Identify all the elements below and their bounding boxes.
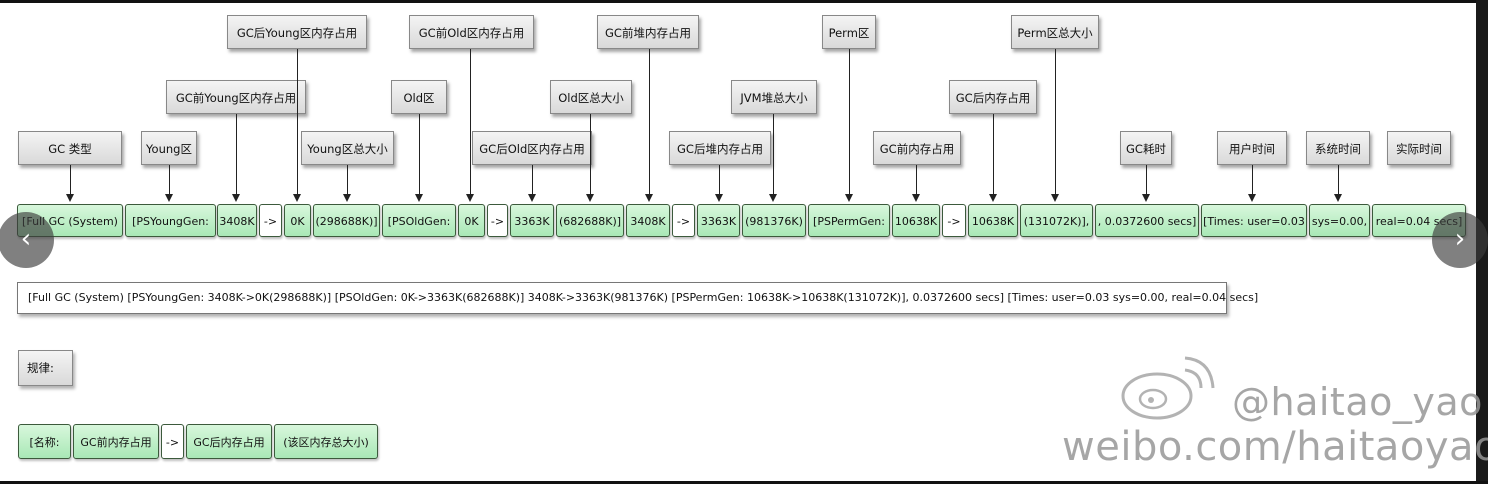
label-young-total: Young区总大小	[301, 131, 394, 165]
label-before-old: GC前Old区内存占用	[409, 15, 534, 49]
label-after-old: GC后Old区内存占用	[472, 131, 592, 165]
gc-log-bar: [Full GC (System) [PSYoungGen: 3408K -> …	[0, 204, 1488, 238]
weibo-logo-icon	[1121, 356, 1215, 420]
seg-heap-before: 3408K	[626, 204, 670, 237]
seg-young-total: (298688K)]	[313, 204, 380, 237]
seg-times-user: [Times: user=0.03	[1201, 204, 1307, 237]
seg-old-total: (682688K)]	[556, 204, 624, 237]
label-jvm-total: JVM堆总大小	[731, 80, 817, 114]
bottom-border	[0, 481, 1488, 484]
seg-heap-total: (981376K)	[742, 204, 806, 237]
legend-total: (该区内存总大小)	[274, 424, 378, 459]
prev-arrow-icon[interactable]: ‹	[0, 212, 54, 268]
label-before-young: GC前Young区内存占用	[166, 80, 306, 114]
label-after-mem: GC后内存占用	[949, 80, 1037, 114]
label-after-heap: GC后堆内存占用	[669, 131, 771, 165]
seg-heap-arrow: ->	[672, 204, 695, 237]
legend-arrow: ->	[161, 424, 184, 459]
seg-perm-arrow: ->	[942, 204, 966, 237]
rule-label: 规律:	[18, 350, 73, 386]
seg-young-arrow: ->	[259, 204, 282, 237]
legend-name: [名称:	[18, 424, 71, 459]
label-perm: Perm区	[822, 15, 876, 49]
next-arrow-icon[interactable]: ›	[1432, 212, 1488, 268]
label-gc-type: GC 类型	[18, 131, 122, 165]
watermark-handle: @haitao_yao	[1232, 380, 1483, 424]
seg-sys: sys=0.00,	[1309, 204, 1370, 237]
watermark-url: weibo.com/haitaoyao	[1062, 424, 1488, 470]
label-old-total: Old区总大小	[550, 80, 632, 114]
label-young: Young区	[141, 131, 197, 165]
label-before-heap: GC前堆内存占用	[597, 15, 699, 49]
seg-heap-after: 3363K	[697, 204, 740, 237]
seg-old-before: 0K	[458, 204, 485, 237]
label-sys-time: 系统时间	[1306, 131, 1370, 165]
seg-perm-after: 10638K	[968, 204, 1018, 237]
legend-before: GC前内存占用	[73, 424, 159, 459]
seg-perm-total: (131072K)],	[1020, 204, 1093, 237]
seg-old-arrow: ->	[487, 204, 508, 237]
label-before-mem: GC前内存占用	[873, 131, 961, 165]
seg-young-before: 3408K	[217, 204, 257, 237]
label-after-young: GC后Young区内存占用	[227, 15, 367, 49]
seg-ps-young: [PSYoungGen:	[125, 204, 216, 237]
label-real-time: 实际时间	[1387, 131, 1451, 165]
seg-ps-old: [PSOldGen:	[382, 204, 456, 237]
seg-ps-perm: [PSPermGen:	[808, 204, 890, 237]
legend-after: GC后内存占用	[186, 424, 272, 459]
full-log-line: [Full GC (System) [PSYoungGen: 3408K->0K…	[17, 282, 1258, 314]
seg-old-after: 3363K	[510, 204, 554, 237]
top-border	[0, 0, 1488, 3]
seg-perm-before: 10638K	[892, 204, 940, 237]
seg-young-after: 0K	[284, 204, 311, 237]
seg-gc-secs: , 0.0372600 secs]	[1095, 204, 1199, 237]
label-old: Old区	[391, 80, 447, 114]
label-user-time: 用户时间	[1217, 131, 1287, 165]
label-gc-time: GC耗时	[1120, 131, 1172, 165]
label-perm-total: Perm区总大小	[1011, 15, 1099, 49]
